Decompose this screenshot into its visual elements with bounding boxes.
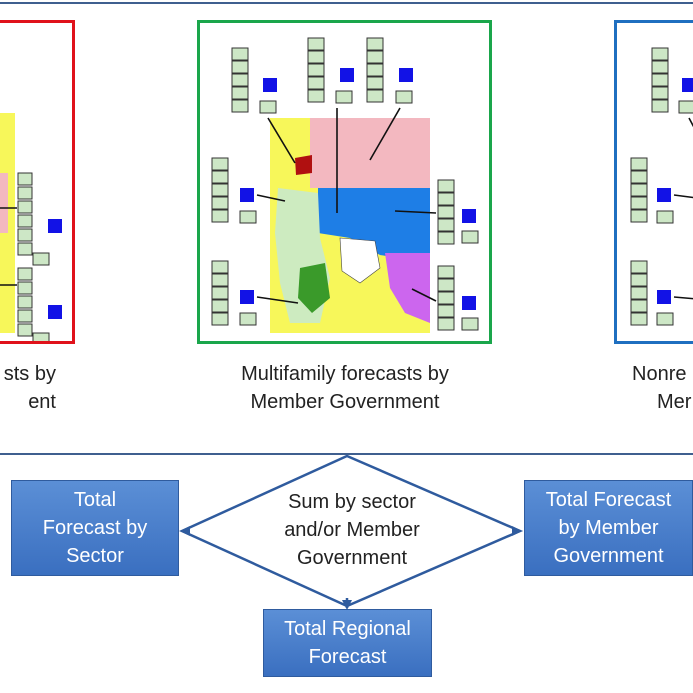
diamond-label: Sum by sector and/or Member Government <box>262 488 442 572</box>
sector-box-line1: Total <box>73 489 117 511</box>
caption-right-line1: Nonre <box>632 363 687 385</box>
caption-left-line2: ent <box>28 391 56 413</box>
caption-center-line2: Member Government <box>250 391 440 413</box>
caption-center-line1: Multifamily forecasts by <box>241 363 449 385</box>
top-divider <box>0 2 693 4</box>
panel-left-map <box>0 20 75 344</box>
regional-box-line1: Total Regional <box>284 618 411 640</box>
total-regional-forecast-box: Total Regional Forecast <box>263 609 432 677</box>
caption-right-panel: Nonre Mer <box>632 360 693 416</box>
map-illustration-right <box>630 47 693 326</box>
caption-right-line2: Mer <box>657 391 692 413</box>
sector-box-line3: Sector <box>66 545 124 567</box>
sector-box-line2: Forecast by <box>42 517 148 539</box>
diamond-label-line2: and/or Member <box>284 519 420 541</box>
middle-divider <box>0 453 693 455</box>
total-forecast-by-sector-box: Total Forecast by Sector <box>11 480 179 576</box>
panel-right-map <box>614 20 693 344</box>
diamond-label-line3: Government <box>296 547 408 569</box>
caption-left-line1: sts by <box>3 363 56 385</box>
map-illustration-center <box>211 37 479 333</box>
member-box-line2: by Member <box>558 517 659 539</box>
member-box-line1: Total Forecast <box>545 489 672 511</box>
caption-left-panel: sts by ent <box>0 360 56 416</box>
diamond-label-line1: Sum by sector <box>288 491 416 513</box>
regional-box-line2: Forecast <box>308 646 387 668</box>
total-forecast-by-member-government-box: Total Forecast by Member Government <box>524 480 693 576</box>
map-illustration-left <box>0 113 62 341</box>
member-box-line3: Government <box>553 545 664 567</box>
panel-center-map <box>197 20 492 344</box>
caption-center-panel: Multifamily forecasts by Member Governme… <box>200 360 490 416</box>
